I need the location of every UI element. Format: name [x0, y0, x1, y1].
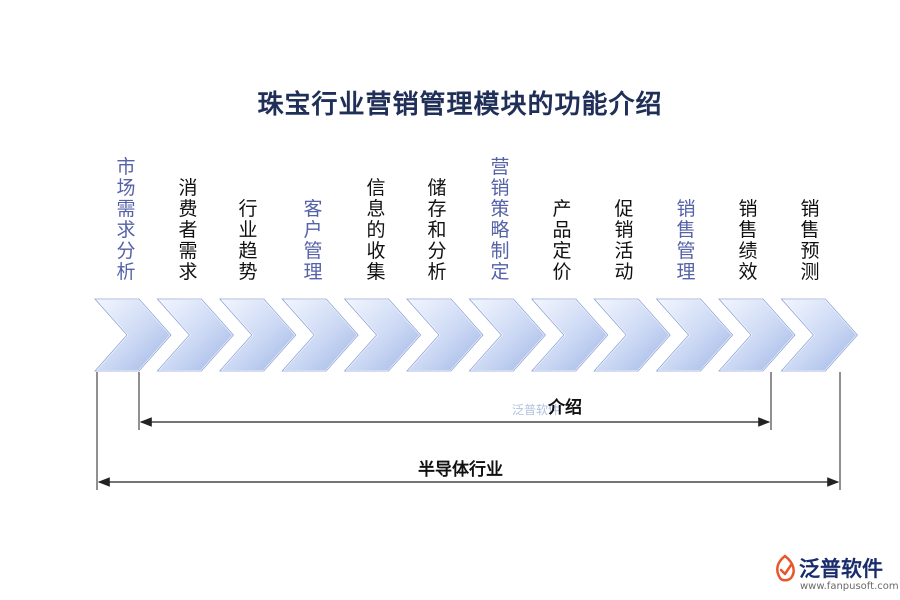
chevron-outline-11 [718, 298, 796, 372]
chevron-row [92, 298, 859, 372]
chevron-step-1 [92, 298, 173, 372]
step-label-7: 营销策略制定 [490, 156, 510, 283]
chevron-outline-10 [655, 298, 734, 372]
chevron-outline-2 [156, 298, 234, 372]
brand-logo: 泛普软件 www.fanpusoft.com [772, 552, 899, 597]
step-label-8: 产品定价 [552, 198, 572, 283]
outer-range-label: 半导体行业 [418, 460, 503, 480]
chevron-outline-6 [406, 298, 484, 372]
step-label-6: 储存和分析 [427, 177, 447, 283]
step-label-11: 销售绩效 [738, 198, 758, 283]
step-labels: 市场需求分析 消费者需求 行业趋势 客户管理 信息的收集 储存和分析 营销策略制定 产品定价 促… [116, 156, 820, 283]
chevron-outline-7 [468, 298, 546, 372]
logo-url: www.fanpusoft.com [800, 581, 899, 592]
step-label-9: 促销活动 [614, 198, 634, 283]
logo-name: 泛普软件 [799, 557, 883, 581]
chevron-outline-3 [218, 298, 297, 372]
chevron-outline-8 [530, 298, 609, 372]
step-label-4: 客户管理 [303, 198, 323, 283]
logo-icon [776, 554, 795, 582]
chevron-outline-9 [593, 298, 671, 372]
inner-range-label: 介绍 [548, 398, 582, 418]
step-label-3: 行业趋势 [238, 198, 258, 283]
chevron-outline-4 [281, 298, 359, 372]
watermark: 泛普软件 [512, 403, 561, 417]
step-label-12: 销售预测 [800, 198, 820, 283]
step-label-2: 消费者需求 [178, 177, 198, 283]
step-label-10: 销售管理 [676, 198, 696, 283]
chevron-outline-5 [343, 298, 422, 372]
chevron-outline-1 [94, 298, 172, 372]
chevron-outline-12 [780, 298, 858, 372]
step-label-1: 市场需求分析 [116, 156, 136, 283]
step-label-5: 信息的收集 [366, 177, 386, 283]
page-title: 珠宝行业营销管理模块的功能介绍 [257, 90, 663, 120]
